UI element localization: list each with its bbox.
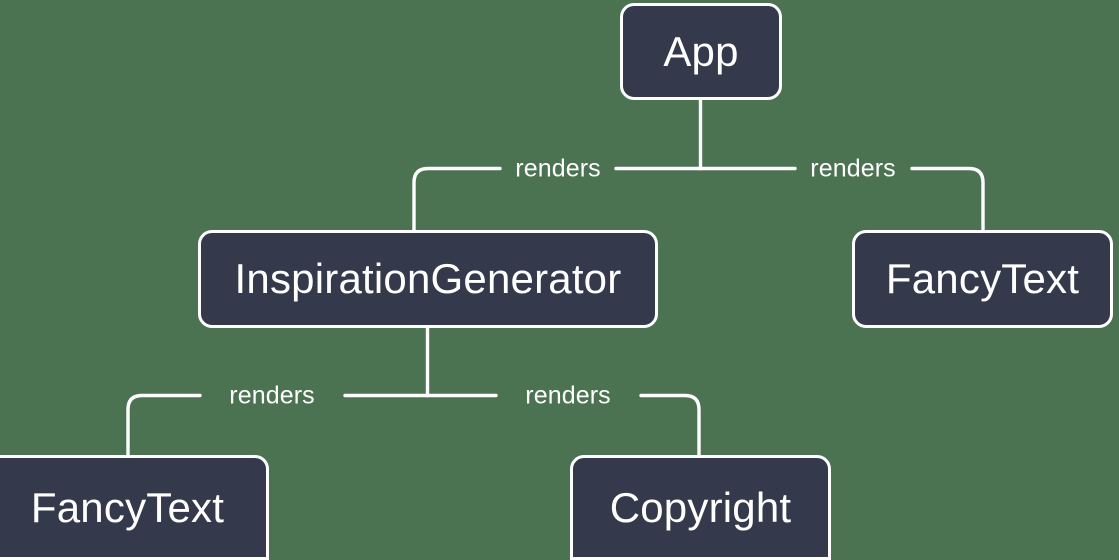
node-copyright[interactable]: Copyright	[570, 455, 831, 560]
edge-label-inspirationgenerator-to-fancytext: renders	[229, 381, 315, 410]
edge-ig-to-copyright-right-seg	[639, 393, 701, 457]
node-inspirationgenerator-label: InspirationGenerator	[234, 255, 622, 302]
node-fancytext-left-label: FancyText	[30, 483, 225, 531]
node-fancytext-left[interactable]: FancyText	[0, 455, 269, 560]
edge-label-app-to-inspirationgenerator: renders	[515, 154, 601, 183]
node-copyright-label: Copyright	[609, 483, 792, 531]
node-app-label: App	[663, 27, 739, 75]
edge-ig-to-fancytext-left-seg	[126, 393, 202, 457]
node-app[interactable]: App	[620, 3, 782, 100]
edge-label-inspirationgenerator-to-copyright: renders	[525, 381, 611, 410]
node-fancytext-right[interactable]: FancyText	[852, 230, 1113, 328]
node-fancytext-right-label: FancyText	[885, 255, 1080, 302]
edge-label-app-to-fancytext: renders	[810, 154, 896, 183]
edge-app-to-fancytext-right-seg	[910, 166, 985, 232]
edge-app-to-inspirationgenerator-left-seg	[412, 166, 502, 232]
node-inspirationgenerator[interactable]: InspirationGenerator	[198, 230, 658, 328]
